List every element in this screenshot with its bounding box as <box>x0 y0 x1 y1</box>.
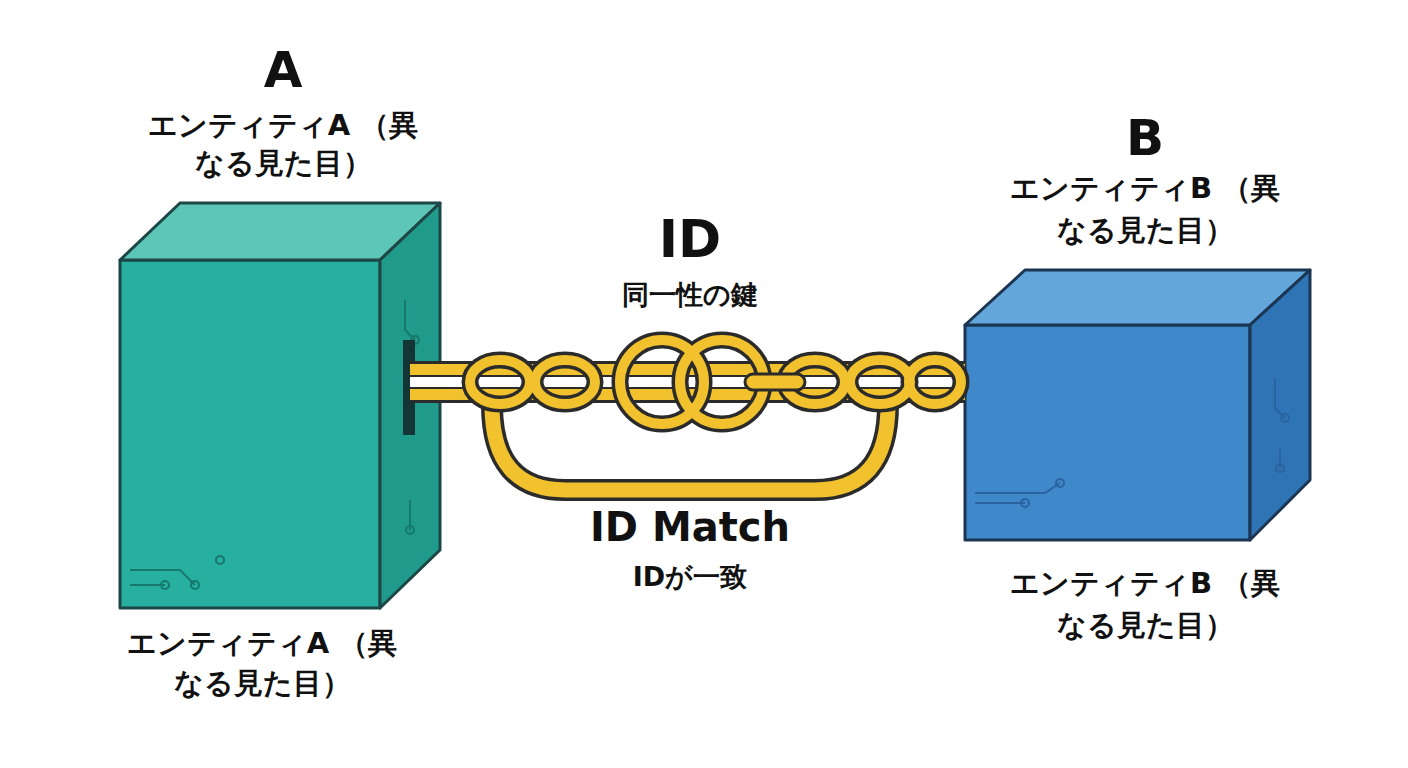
entity-cube: BエンティティB （異なる見た目）エンティティB （異なる見た目） <box>965 268 1310 540</box>
chain-bar <box>410 361 965 403</box>
id-heading: ID <box>659 211 722 268</box>
entity-letter: A <box>223 42 343 98</box>
entity-cube: AエンティティA （異なる見た目）エンティティA （異なる見た目） <box>120 200 440 610</box>
entity-label: エンティティB （異なる見た目） <box>1005 562 1285 646</box>
entity-letter: B <box>1085 110 1205 166</box>
entity-label: エンティティA （異なる見た目） <box>143 106 423 182</box>
entity-label: エンティティB （異なる見た目） <box>1005 167 1285 251</box>
chain-links <box>470 340 961 424</box>
chain-bar <box>410 375 965 389</box>
id-subtitle: 同一性の鍵 <box>622 280 758 310</box>
match-heading: ID Match <box>590 505 790 549</box>
match-subtitle: IDが一致 <box>633 562 747 592</box>
chain-bar <box>410 377 965 387</box>
entity-label: エンティティA （異なる見た目） <box>122 623 402 703</box>
chain-connector <box>410 382 965 383</box>
chain-bar <box>410 364 965 400</box>
chain-loop <box>492 405 888 490</box>
cube-outline <box>965 268 1310 540</box>
cube-outline <box>120 200 440 610</box>
